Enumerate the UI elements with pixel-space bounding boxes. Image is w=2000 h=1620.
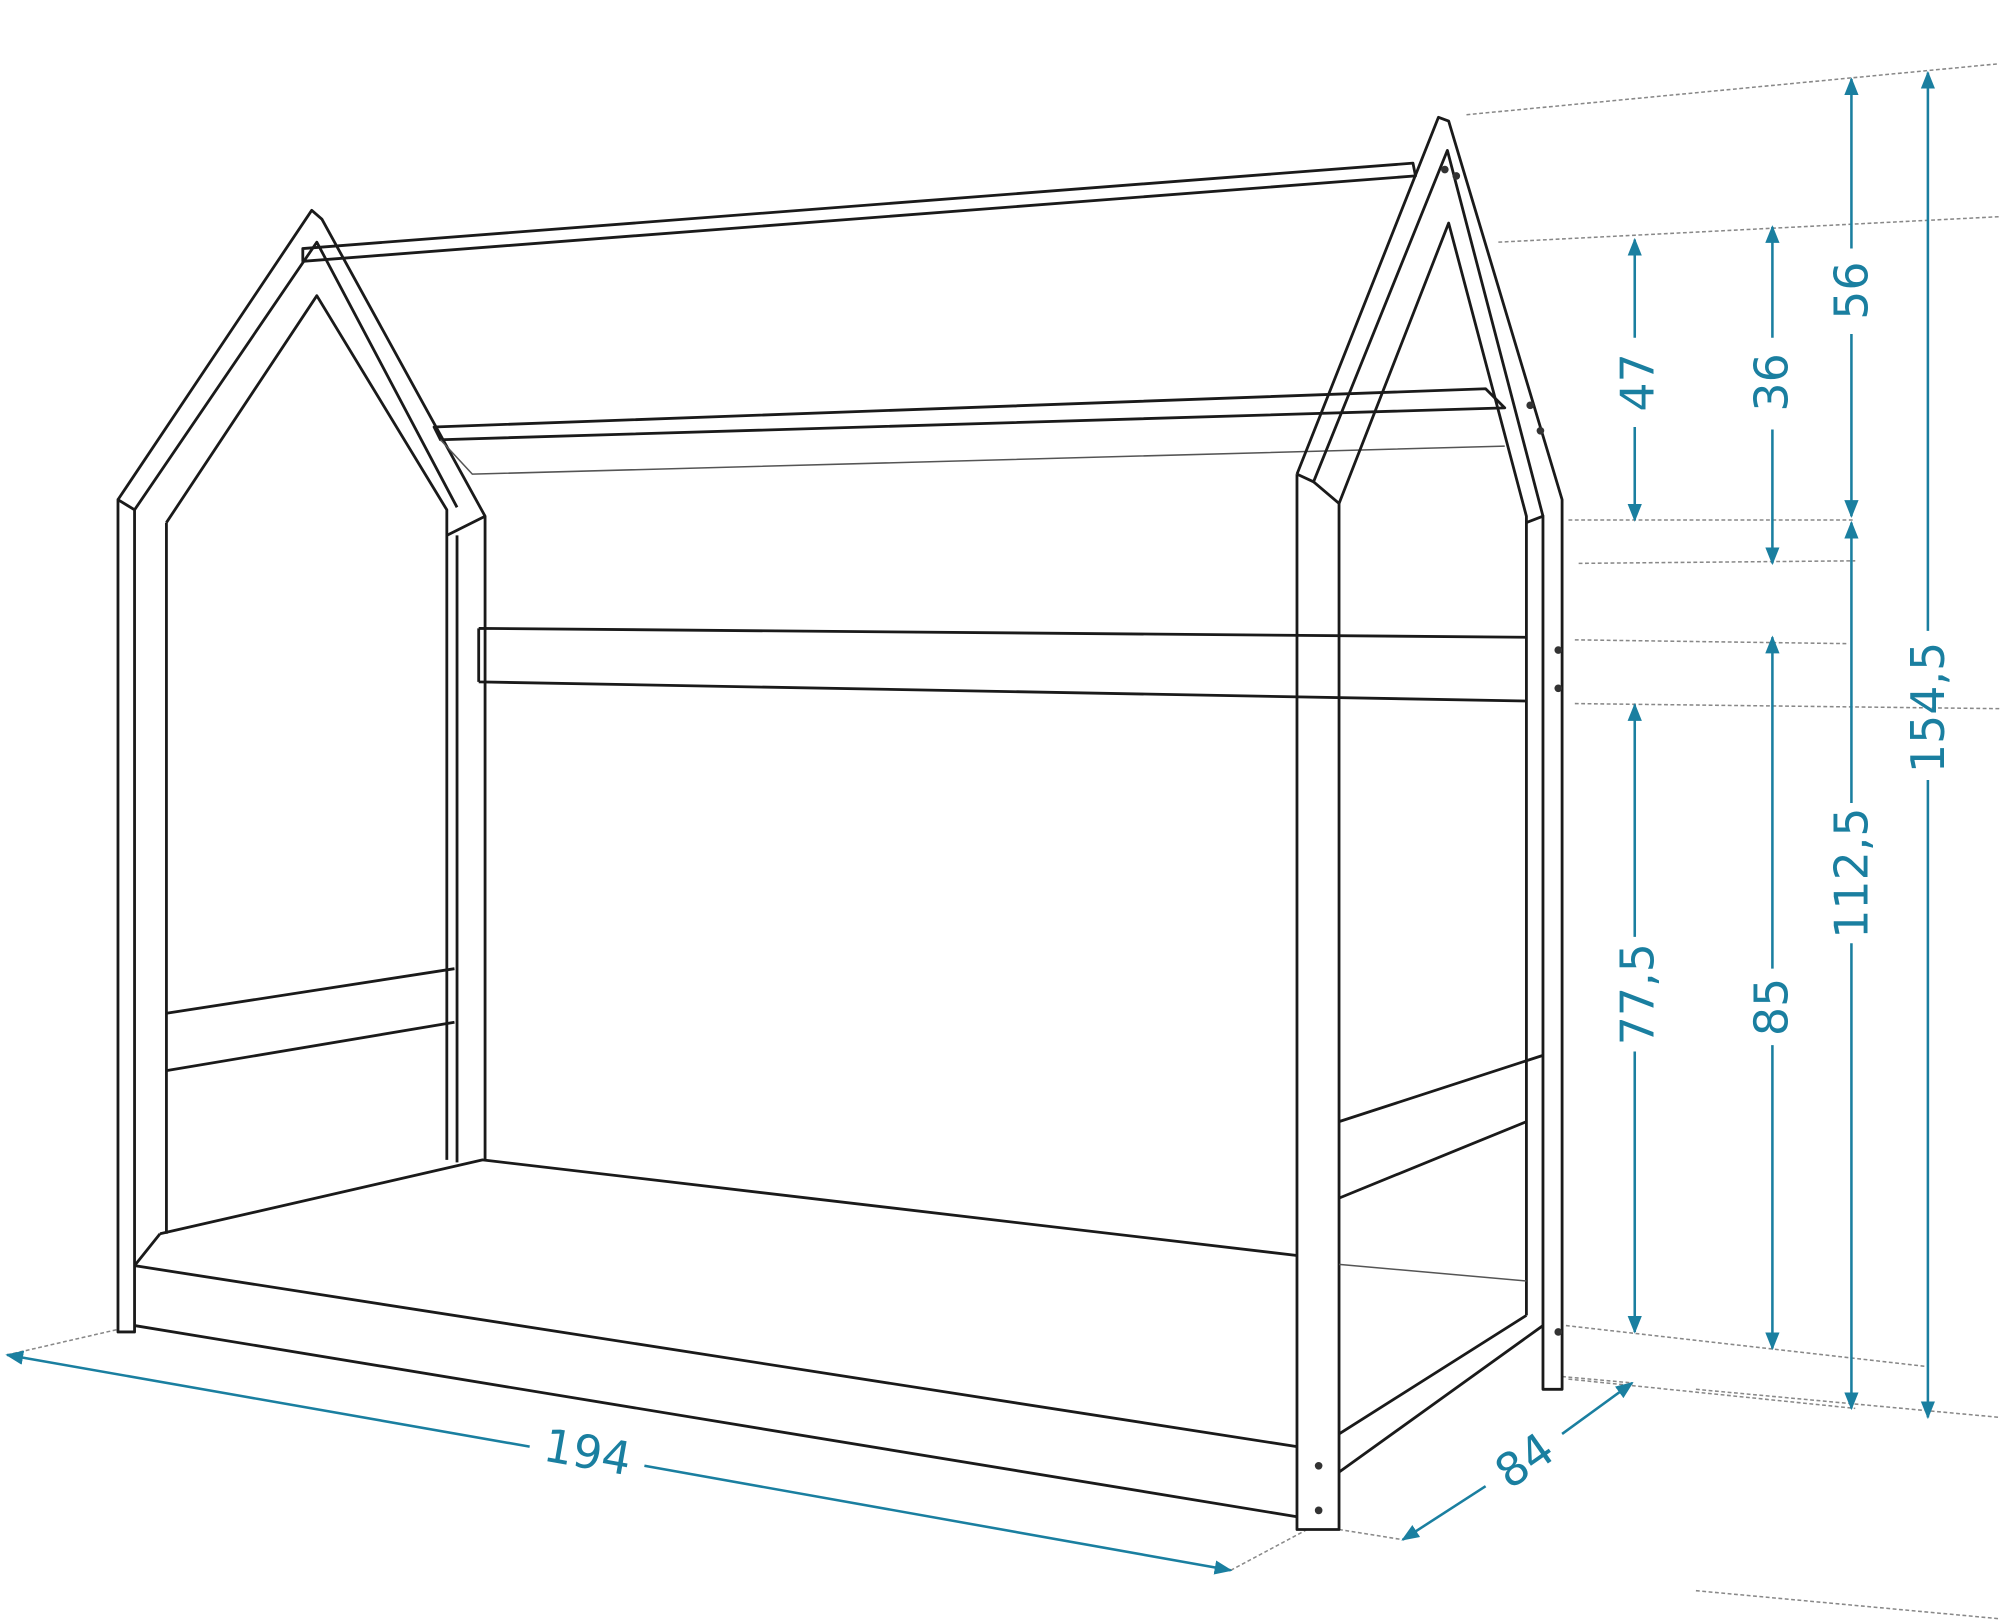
mid-roof-label: 36 [1744,353,1798,411]
lower-roof-label: 47 [1611,353,1665,411]
extension-lines [6,62,2000,1620]
width-label: 84 [1485,1422,1564,1500]
wall-height-label: 112,5 [1825,807,1879,938]
total-height-label: 154,5 [1901,642,1955,773]
dimension-lines: 194 84 47 77,5 36 85 56 112,5 154,5 [5,70,1955,1575]
length-label: 194 [540,1418,636,1486]
bed-drawing [116,115,1564,1531]
rail-height-label: 77,5 [1611,943,1665,1045]
mid-height-label: 85 [1744,978,1798,1036]
upper-roof-label: 56 [1825,261,1879,319]
